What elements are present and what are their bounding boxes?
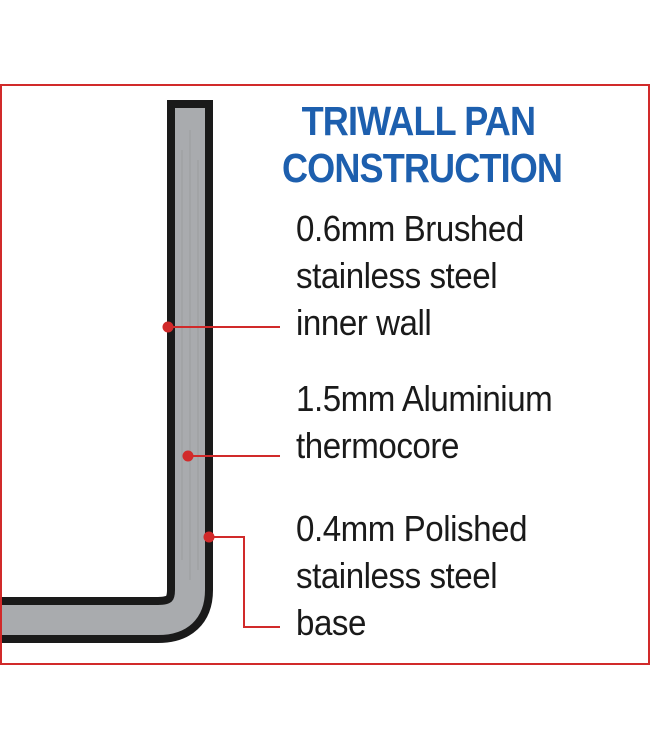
pan-wall-outer bbox=[2, 100, 213, 643]
label-line: 1.5mm Aluminium bbox=[296, 378, 553, 419]
label-line: stainless steel bbox=[296, 555, 498, 596]
label-line: base bbox=[296, 602, 366, 643]
core-texture bbox=[181, 130, 199, 580]
label-inner-wall: 0.6mm Brushed stainless steel inner wall bbox=[296, 205, 524, 346]
diagram-title: TRIWALL PAN CONSTRUCTION bbox=[282, 98, 563, 192]
diagram-frame bbox=[0, 84, 650, 665]
callout-thermocore bbox=[182, 450, 280, 462]
label-base: 0.4mm Polished stainless steel base bbox=[296, 505, 527, 646]
title-line-1: TRIWALL PAN bbox=[301, 98, 536, 144]
label-line: thermocore bbox=[296, 425, 459, 466]
label-line: stainless steel bbox=[296, 255, 498, 296]
callout-base bbox=[203, 531, 280, 628]
label-line: 0.4mm Polished bbox=[296, 508, 528, 549]
label-line: inner wall bbox=[296, 302, 432, 343]
pan-aluminium-core bbox=[2, 108, 205, 635]
title-line-2: CONSTRUCTION bbox=[282, 145, 563, 191]
callout-inner-wall bbox=[162, 321, 280, 333]
label-thermocore: 1.5mm Aluminium thermocore bbox=[296, 375, 553, 469]
label-line: 0.6mm Brushed bbox=[296, 208, 524, 249]
